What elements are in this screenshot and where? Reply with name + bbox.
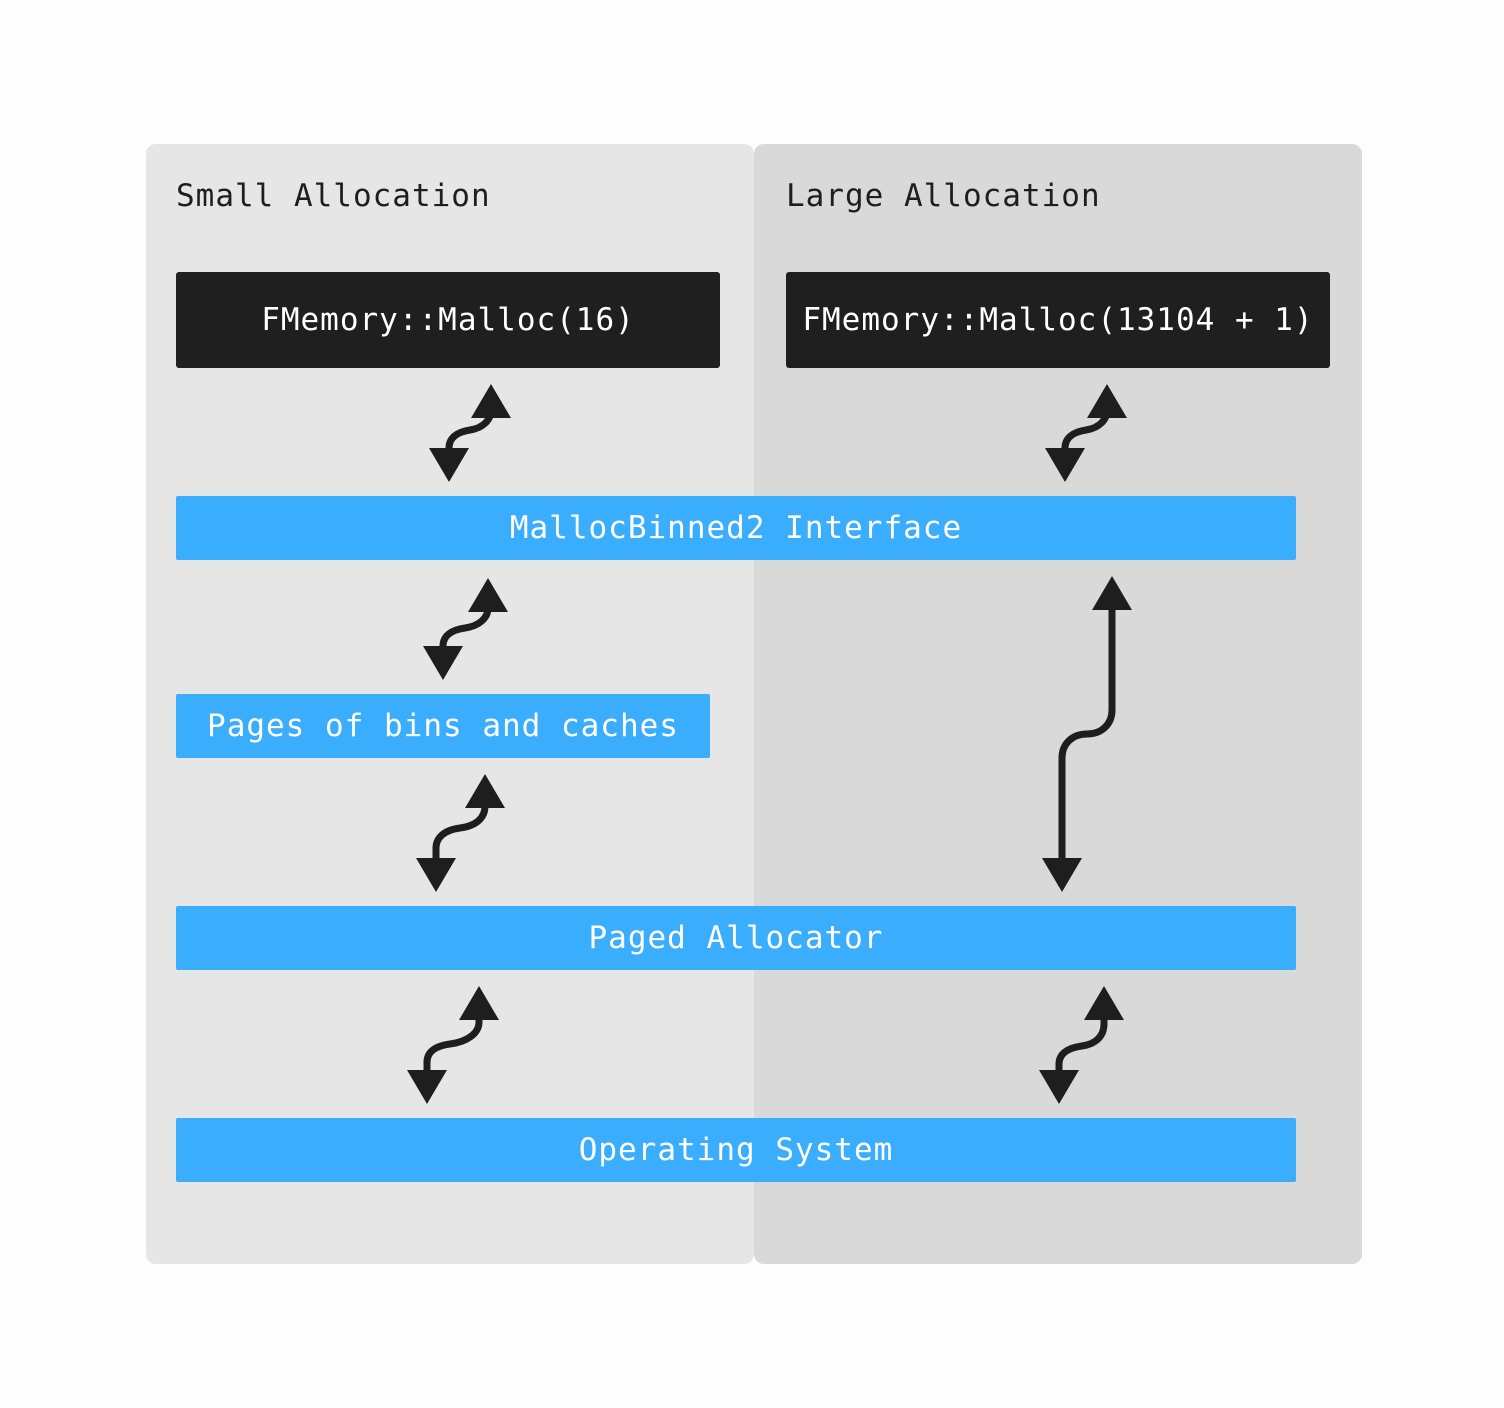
malloc-small-box: FMemory::Malloc(16) bbox=[176, 272, 720, 368]
mallocbinned2-interface-box: MallocBinned2 Interface bbox=[176, 496, 1296, 560]
small-allocation-title: Small Allocation bbox=[176, 178, 491, 214]
large-allocation-title: Large Allocation bbox=[786, 178, 1101, 214]
malloc-large-box: FMemory::Malloc(13104 + 1) bbox=[786, 272, 1330, 368]
operating-system-box: Operating System bbox=[176, 1118, 1296, 1182]
pages-of-bins-box: Pages of bins and caches bbox=[176, 694, 710, 758]
paged-allocator-box: Paged Allocator bbox=[176, 906, 1296, 970]
